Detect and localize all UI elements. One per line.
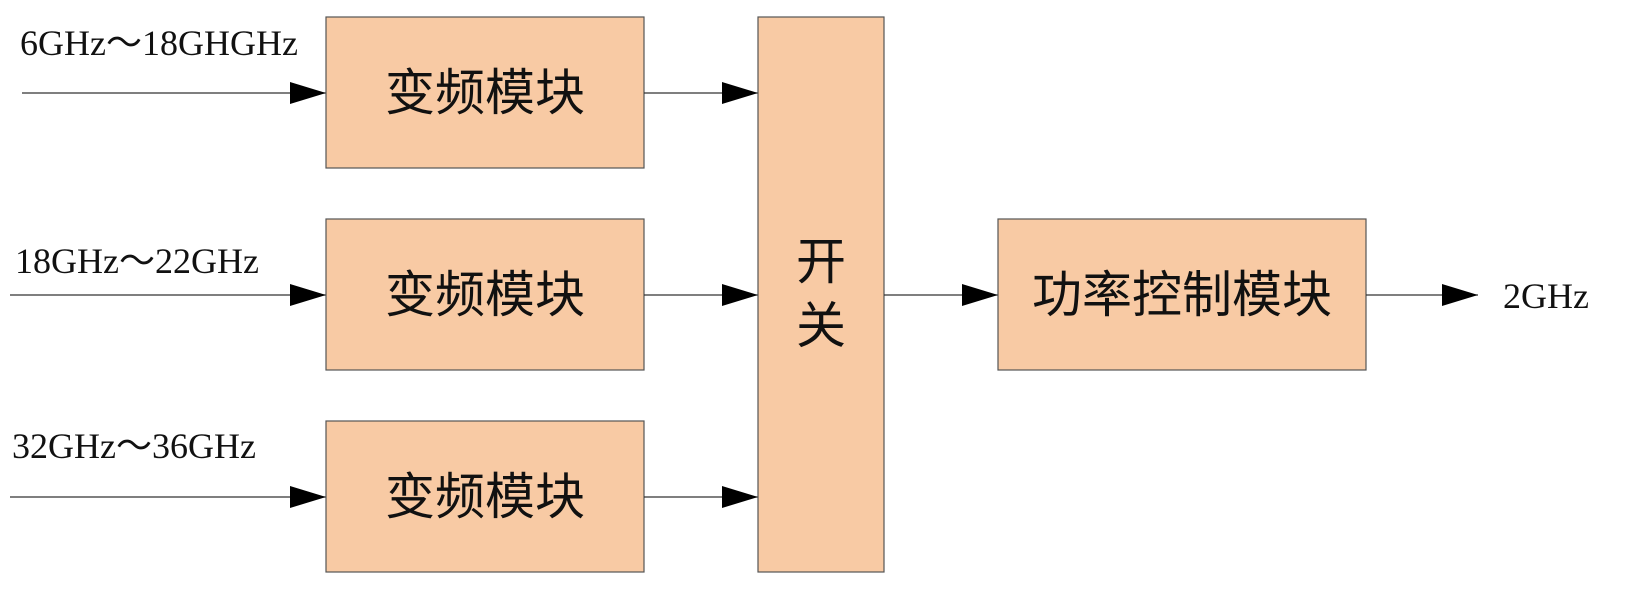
input-label-2: 18GHz～22GHz xyxy=(15,241,259,281)
input-label-1: 6GHz～18GHGHz xyxy=(20,23,298,63)
output-label: 2GHz xyxy=(1503,276,1589,316)
power-control-module-label: 功率控制模块 xyxy=(1032,266,1332,324)
power-control-module xyxy=(997,218,1367,371)
converter-module-1 xyxy=(325,16,645,169)
converter-module-3-label: 变频模块 xyxy=(385,468,585,526)
converter-module-1-label: 变频模块 xyxy=(385,64,585,122)
converter-module-2 xyxy=(325,218,645,371)
switch-block xyxy=(757,16,885,573)
switch-label-char-1: 开 xyxy=(796,233,846,291)
converter-module-2-label: 变频模块 xyxy=(385,266,585,324)
converter-module-3 xyxy=(325,420,645,573)
input-label-3: 32GHz～36GHz xyxy=(12,426,256,466)
switch-label-char-2: 关 xyxy=(796,297,846,355)
